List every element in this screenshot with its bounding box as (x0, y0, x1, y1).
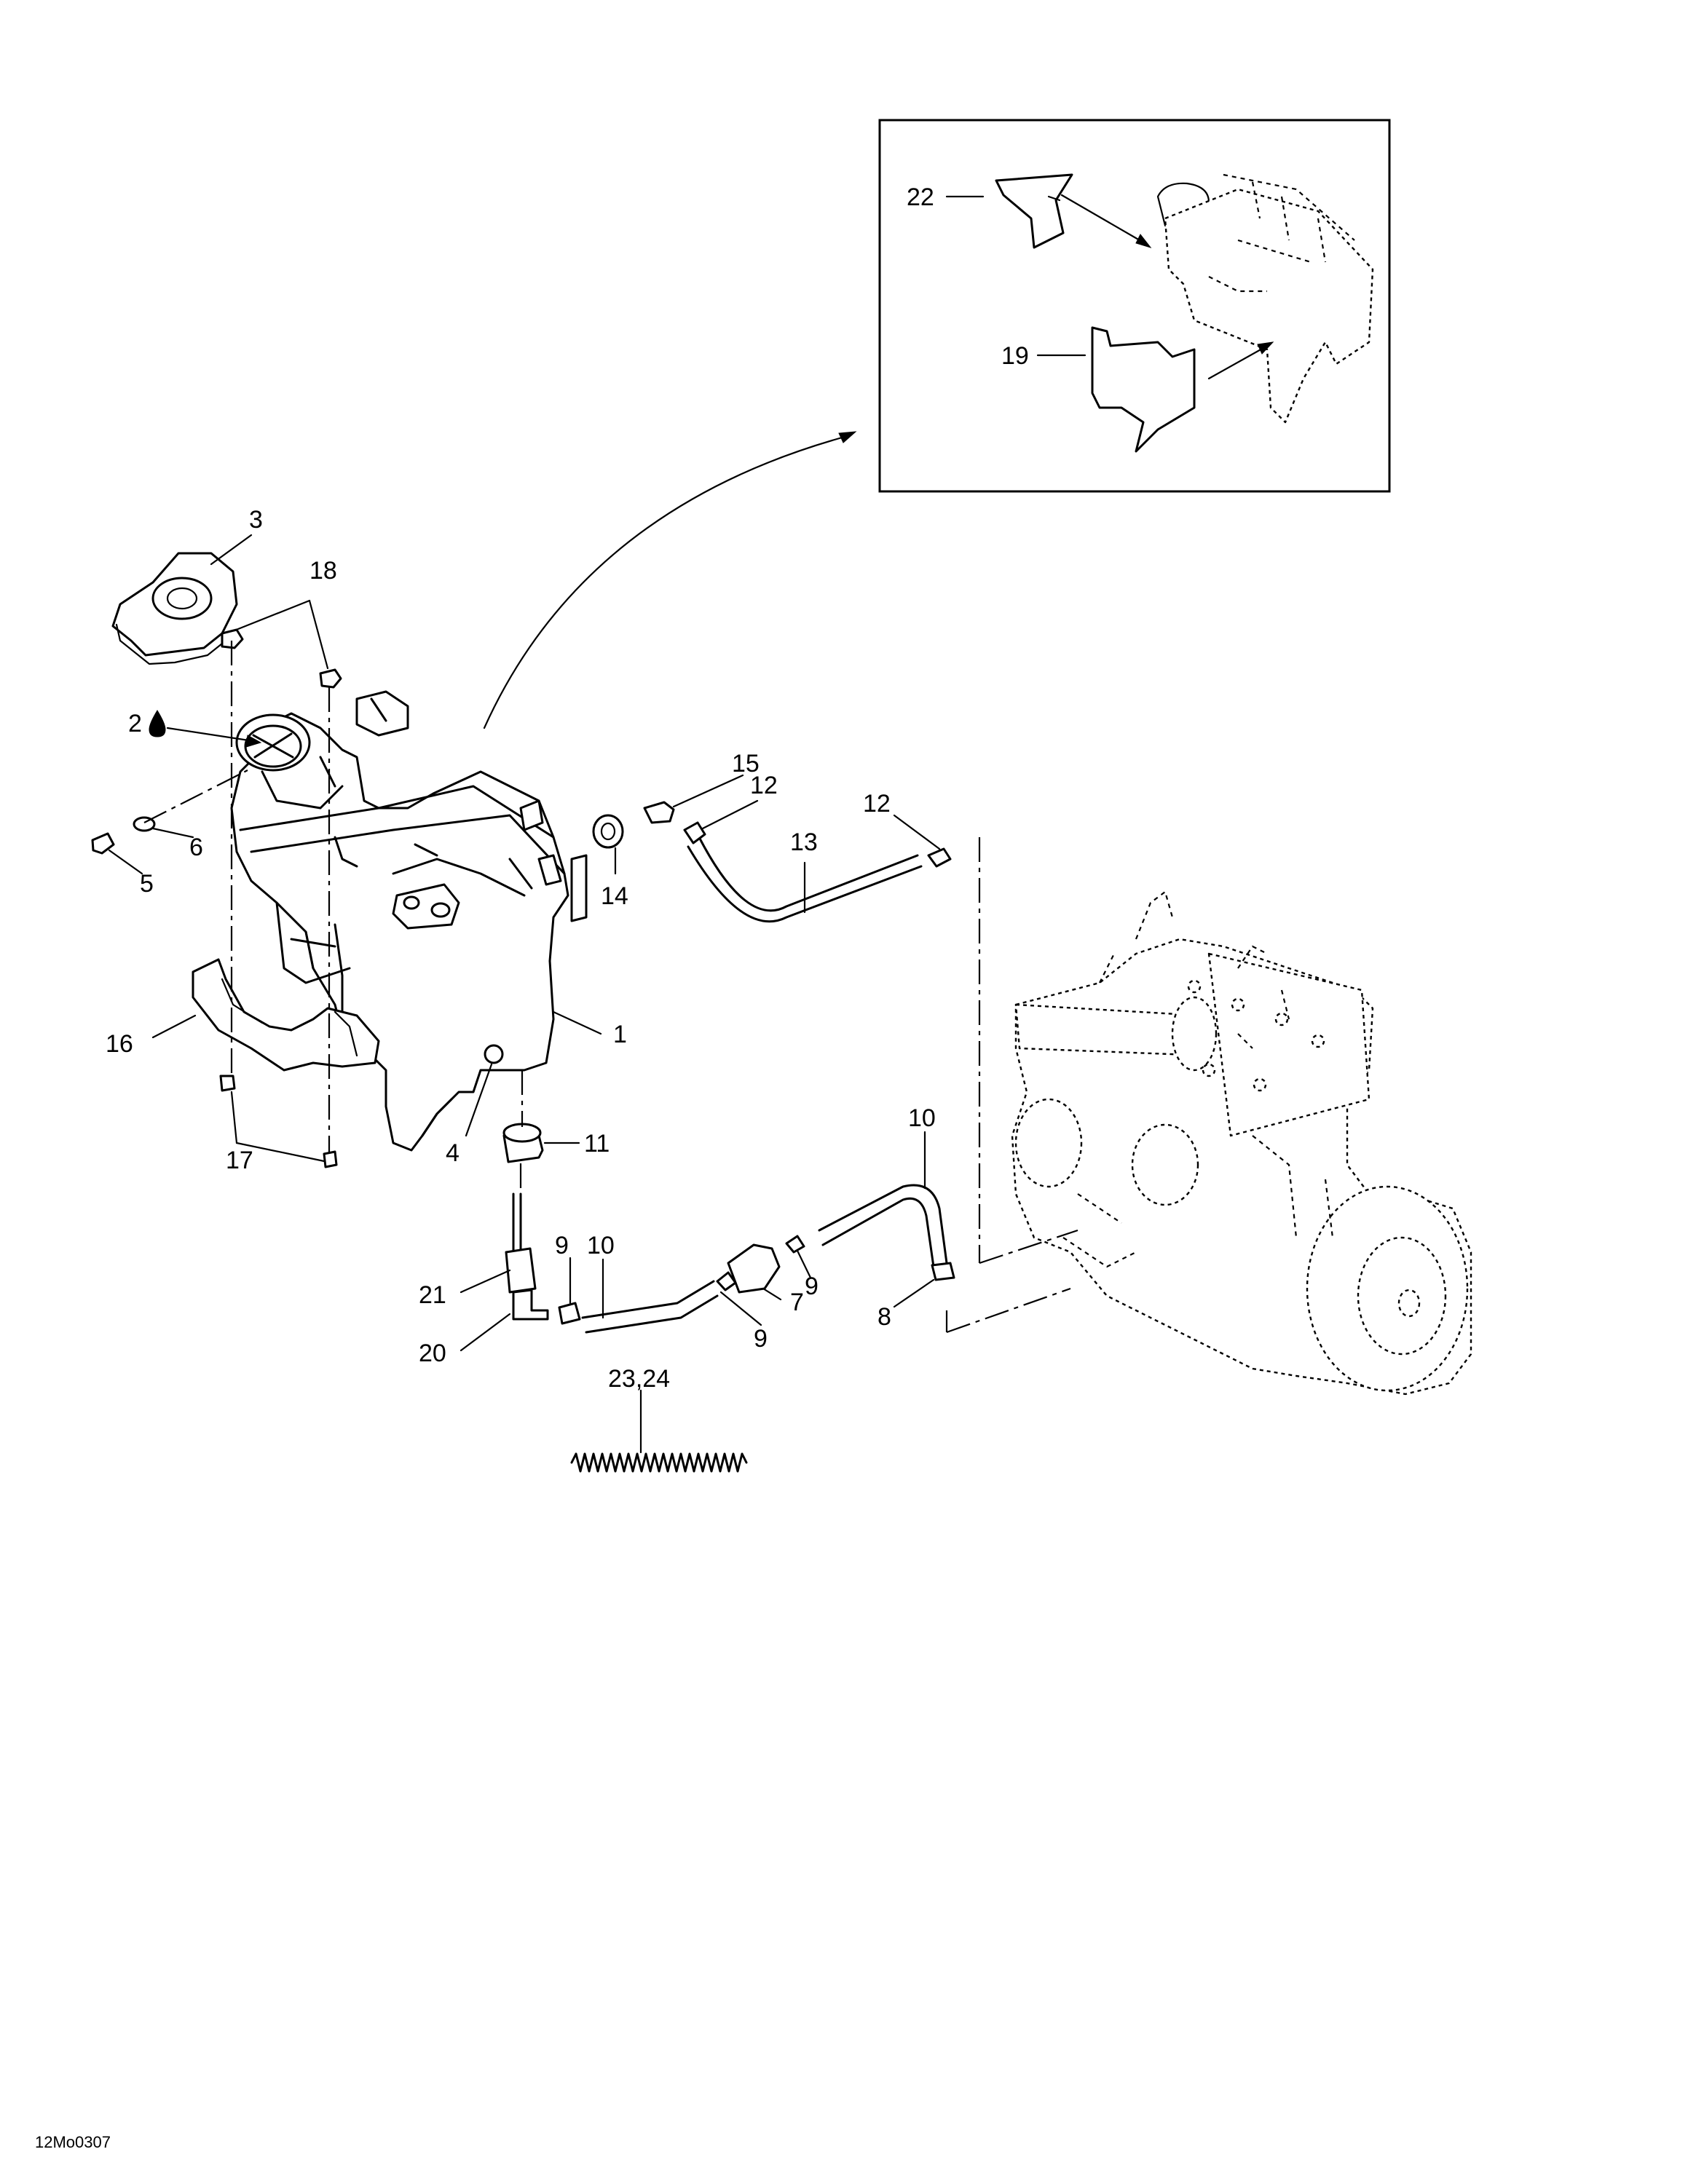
spring-23-24 (570, 1452, 748, 1473)
callout-8: 8 (877, 1303, 891, 1331)
inset-frame (878, 119, 1391, 493)
callout-21: 21 (419, 1281, 446, 1309)
callout-19: 19 (1001, 342, 1029, 370)
callout-5: 5 (140, 870, 154, 898)
callout-14: 14 (601, 882, 628, 910)
callout-20: 20 (419, 1340, 446, 1367)
oil-drop-icon (149, 710, 166, 737)
inset-tank-outline (1156, 173, 1374, 424)
callout-13: 13 (790, 828, 818, 856)
callout-labels: 1 2 3 4 5 6 7 8 9 9 9 10 10 11 12 12 13 … (106, 183, 1029, 1393)
callout-2: 2 (128, 710, 142, 737)
callout-10b: 10 (587, 1232, 615, 1259)
detail-arrow (483, 435, 846, 729)
figure-code: 12Mo0307 (35, 2133, 111, 2151)
callout-9c: 9 (754, 1325, 768, 1353)
callout-17: 17 (226, 1147, 253, 1174)
callout-12a: 12 (750, 772, 778, 799)
leader-lines (108, 534, 941, 1454)
callout-23-24: 23,24 (608, 1365, 670, 1393)
callout-12b: 12 (863, 790, 891, 818)
engine-outline (1011, 890, 1472, 1396)
callout-1: 1 (613, 1021, 627, 1048)
gasket-19 (1091, 326, 1196, 453)
heat-shield-16 (192, 958, 380, 1072)
cap-3 (111, 552, 238, 665)
oil-tank-1 (230, 690, 588, 1152)
callout-9a: 9 (555, 1232, 569, 1259)
inset-detail (878, 119, 1391, 493)
callout-7: 7 (790, 1289, 804, 1316)
callout-18: 18 (309, 557, 337, 585)
callout-16: 16 (106, 1030, 133, 1058)
callout-6: 6 (189, 834, 203, 861)
callout-3: 3 (249, 506, 263, 534)
callout-15: 15 (732, 750, 760, 778)
callout-11: 11 (584, 1130, 610, 1158)
callout-9b: 9 (805, 1273, 819, 1300)
vent-hose-13 (687, 845, 923, 923)
callout-10a: 10 (908, 1104, 936, 1132)
callout-22: 22 (907, 183, 934, 211)
callout-4: 4 (446, 1139, 460, 1167)
decal-22 (995, 173, 1073, 249)
